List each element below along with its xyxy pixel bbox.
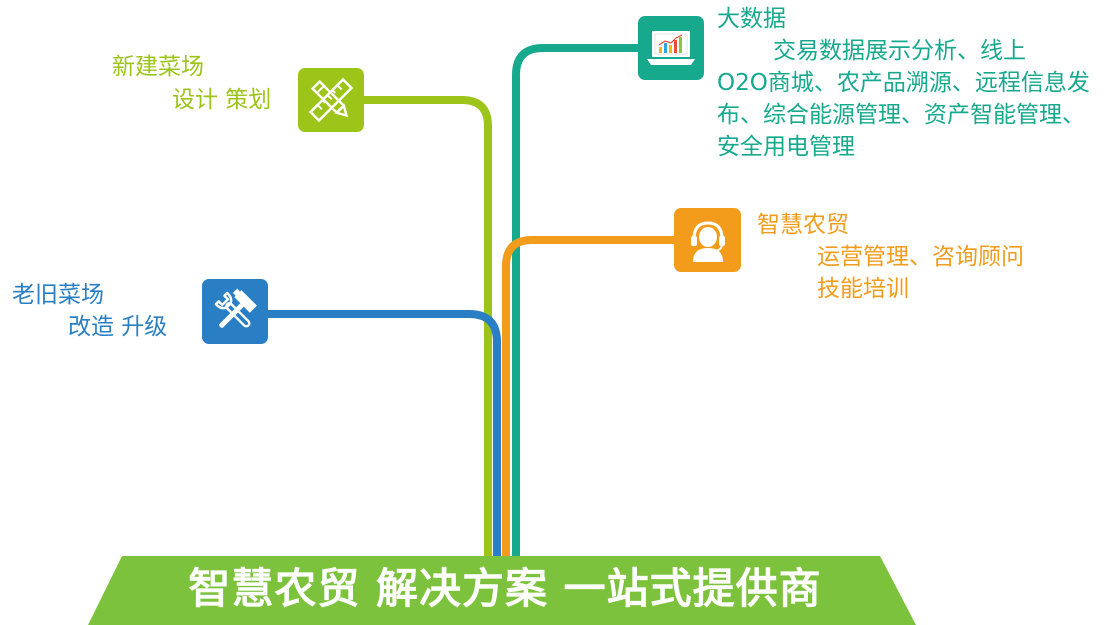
smart-trade-desc-line1: 运营管理、咨询顾问	[817, 244, 1024, 270]
laptop-chart-icon	[638, 16, 704, 80]
connector-big-data	[512, 44, 640, 556]
headset-user-icon	[674, 208, 741, 272]
smart-trade-desc-line2: 技能培训	[817, 276, 909, 302]
new-market-title: 新建菜场	[112, 54, 204, 80]
pencil-ruler-icon	[298, 68, 364, 132]
connector-old-market	[268, 310, 501, 556]
connector-smart-trade	[502, 236, 675, 556]
connector-new-market	[364, 96, 492, 556]
smart-trade-description: 运营管理、咨询顾问 技能培训	[757, 241, 1087, 305]
big-data-desc-line1: 交易数据展示分析、线上	[773, 38, 1026, 64]
big-data-description: 交易数据展示分析、线上 O2O商城、农产品溯源、远程信息发布、综合能源管理、资产…	[717, 35, 1102, 163]
big-data-title: 大数据	[717, 6, 786, 32]
old-market-title: 老旧菜场	[12, 282, 104, 308]
old-market-subtitle: 改造 升级	[68, 314, 168, 340]
wrench-hammer-icon	[202, 279, 268, 344]
new-market-subtitle: 设计 策划	[172, 87, 272, 113]
smart-trade-title: 智慧农贸	[757, 212, 849, 238]
banner-title: 智慧农贸 解决方案 一站式提供商	[188, 564, 822, 613]
big-data-desc-rest: O2O商城、农产品溯源、远程信息发布、综合能源管理、资产智能管理、安全用电管理	[717, 70, 1090, 160]
